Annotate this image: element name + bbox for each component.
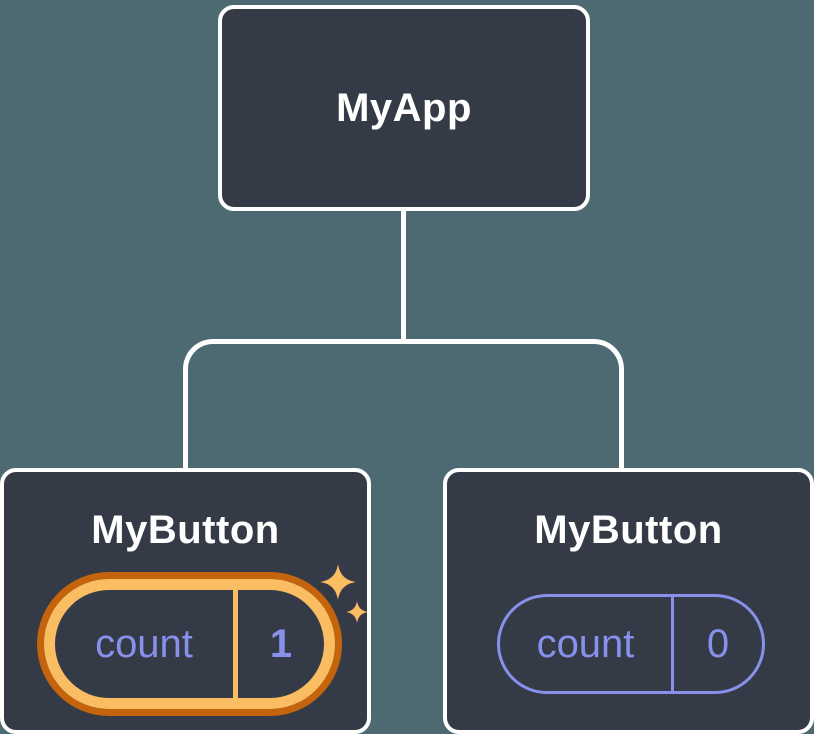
state-pill: count 0 (497, 594, 765, 694)
state-pill-divider (671, 597, 674, 691)
state-name-label: count (536, 621, 635, 666)
state-pill-divider (233, 590, 238, 698)
tree-node-mybutton-2: MyButton count 0 (443, 468, 814, 734)
child-node-label: MyButton (91, 507, 280, 552)
tree-connector-branch (183, 339, 624, 470)
tree-node-mybutton-1: MyButton count 1 (0, 468, 371, 734)
root-node-label: MyApp (336, 85, 472, 130)
tree-connector-stem (401, 208, 406, 344)
child-node-title: MyButton (4, 506, 367, 554)
child-node-title: MyButton (447, 506, 810, 554)
state-value-label: 0 (706, 621, 730, 666)
sparkle-icon (346, 601, 368, 623)
child-node-label: MyButton (534, 507, 723, 552)
state-name-label: count (95, 621, 193, 666)
tree-node-root: MyApp (218, 5, 590, 211)
state-pill-highlighted: count 1 (44, 579, 335, 709)
state-value-label: 1 (269, 621, 293, 666)
sparkle-icon (320, 564, 356, 600)
